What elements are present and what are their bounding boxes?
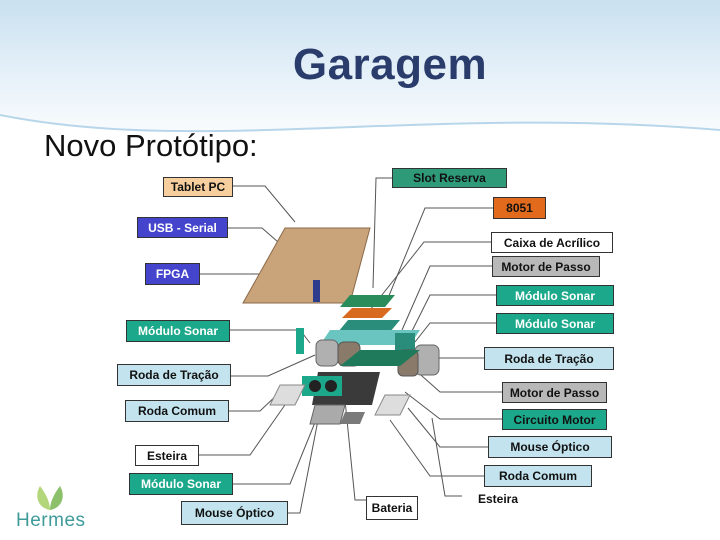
label-bateria: Bateria (366, 496, 418, 520)
label-fpga: FPGA (145, 263, 200, 285)
label-modulo-sonar-right-2: Módulo Sonar (496, 313, 614, 334)
hermes-leaf-icon (30, 484, 70, 512)
label-roda-tracao-right: Roda de Tração (484, 347, 614, 370)
label-motor-passo-right: Motor de Passo (502, 382, 607, 403)
label-modulo-sonar-right-1: Módulo Sonar (496, 285, 614, 306)
label-esteira-left: Esteira (135, 445, 199, 466)
label-caixa-acrilico: Caixa de Acrílico (491, 232, 613, 253)
label-circuito-motor: Circuito Motor (502, 409, 607, 430)
label-roda-comum-right: Roda Comum (484, 465, 592, 487)
label-esteira-bottom: Esteira (462, 487, 534, 511)
label-mouse-optico-right: Mouse Óptico (488, 436, 612, 458)
label-roda-tracao-left: Roda de Tração (117, 364, 231, 386)
label-slot-reserva: Slot Reserva (392, 168, 507, 188)
hermes-logo-text: Hermes (16, 510, 86, 532)
label-8051: 8051 (493, 197, 546, 219)
label-modulo-sonar-left: Módulo Sonar (126, 320, 230, 342)
label-modulo-sonar-bottom-left: Módulo Sonar (129, 473, 233, 495)
label-usb-serial: USB - Serial (137, 217, 228, 238)
label-roda-comum-left: Roda Comum (125, 400, 229, 422)
label-mouse-optico-bottom: Mouse Óptico (181, 501, 288, 525)
label-motor-passo-top: Motor de Passo (492, 256, 600, 277)
label-tablet-pc: Tablet PC (163, 177, 233, 197)
